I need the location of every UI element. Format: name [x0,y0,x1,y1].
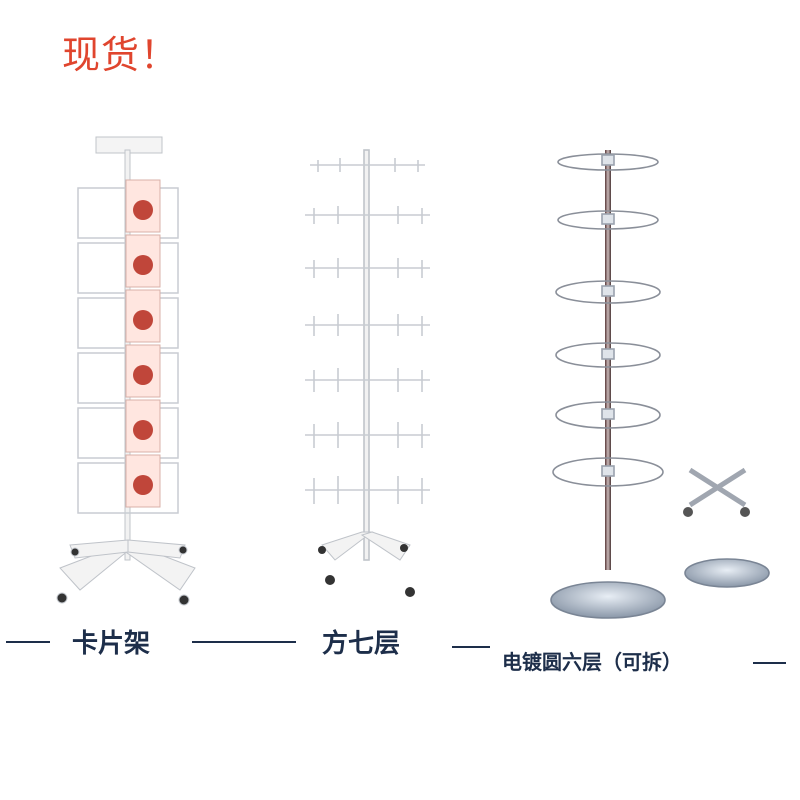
caption-rule [753,662,786,664]
card-rack-caption: 卡片架 [72,629,151,659]
chrome-round-six-tier-rack [550,150,770,619]
chrome-round-six-tier-caption: 电镀圆六层（可拆） [502,650,682,674]
square-seven-tier-caption: 方七层 [322,629,401,659]
caption-rule [6,641,50,643]
square-seven-tier-rack [305,149,430,597]
caption-rule [452,646,490,648]
in-stock-headline: 现货！ [62,33,180,77]
card-rack [56,136,196,606]
caption-rule [192,641,296,643]
product-photo [56,136,770,619]
